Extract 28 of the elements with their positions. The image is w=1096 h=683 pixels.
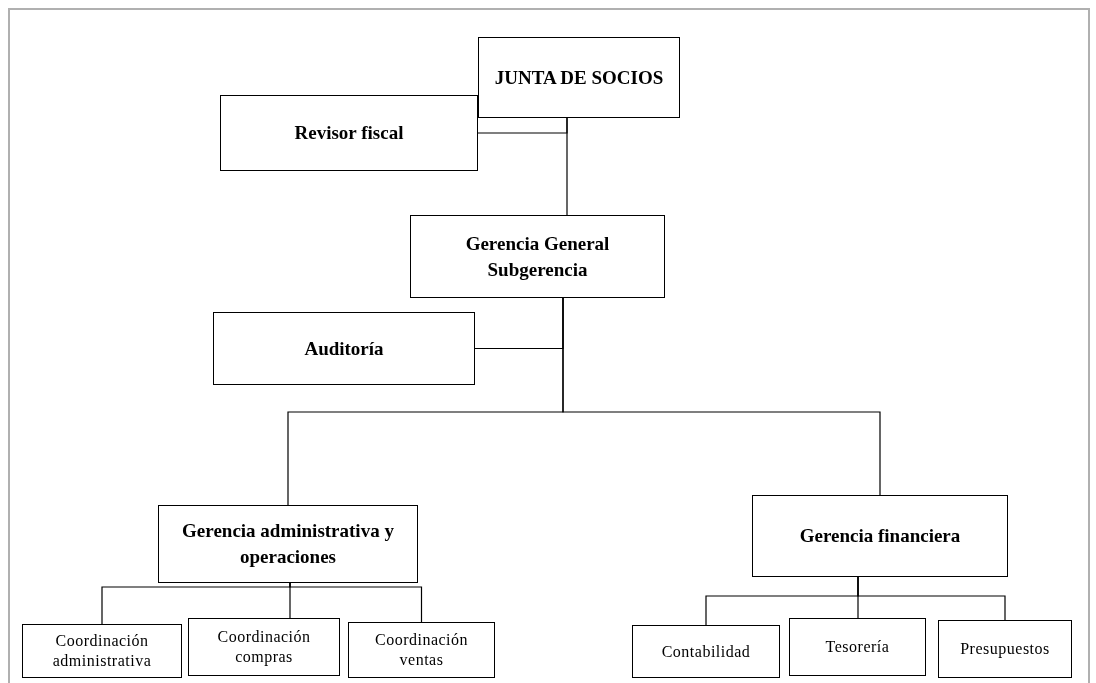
org-box [22, 624, 182, 678]
box-label: Coordinación administrativa [51, 631, 153, 671]
org-box [188, 618, 340, 676]
org-box [213, 312, 475, 385]
box-label: Contabilidad [661, 641, 751, 662]
box-label: Presupuestos [960, 639, 1050, 659]
org-box [789, 618, 926, 676]
box-label: Coordinación ventas [373, 630, 470, 670]
org-box [220, 95, 478, 171]
connector-line [566, 117, 568, 216]
org-box [478, 37, 680, 118]
org-box [938, 620, 1072, 678]
connector-line [562, 297, 881, 496]
box-label: JUNTA DE SOCIOS [494, 65, 664, 90]
org-box [632, 625, 780, 678]
box-label: Auditoría [304, 336, 384, 361]
connector-line [289, 582, 423, 623]
org-box [410, 215, 665, 298]
box-label: Gerencia financiera [799, 524, 961, 548]
box-label: Gerencia General Subgerencia [464, 231, 611, 282]
box-label: Revisor fiscal [294, 121, 404, 145]
org-box [348, 622, 495, 678]
connector-line [857, 576, 1006, 621]
org-box [752, 495, 1008, 577]
box-label: Tesorería [825, 637, 890, 657]
box-label: Gerencia administrativa y operaciones [181, 519, 395, 569]
org-box [158, 505, 418, 583]
box-label: Coordinación compras [216, 627, 312, 667]
